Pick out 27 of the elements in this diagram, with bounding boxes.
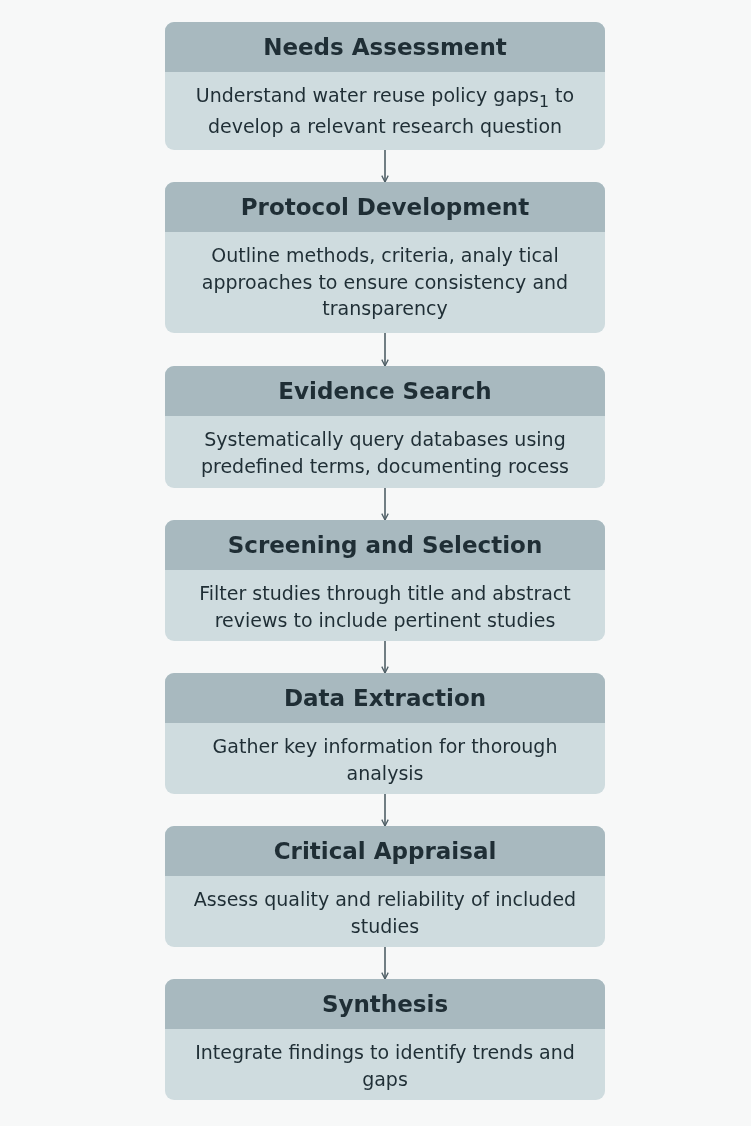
step-description: Filter studies through title and abstract reviews to include pertinent studies [198,581,572,633]
step-box [165,182,605,333]
step-box [165,366,605,488]
arrow [381,946,389,980]
step-title: Evidence Search [165,366,605,416]
step-title: Screening and Selection [165,520,605,570]
step-box [165,826,605,947]
step-description: Understand water reuse policy gaps$_{1}$ to develop a relevant research question [194,83,576,139]
step-box [165,673,605,794]
step-box [165,520,605,641]
step-description: Assess quality and reliability of included studies [192,887,578,939]
step-description: Integrate findings to identify trends and gaps [194,1040,576,1092]
step-box [165,22,605,150]
arrow [381,640,389,674]
step-title: Protocol Development [165,182,605,232]
arrow [381,487,389,521]
step-title: Data Extraction [165,673,605,723]
step-box [165,979,605,1100]
step-title: Synthesis [165,979,605,1029]
step-title: Needs Assessment [165,22,605,72]
step-description: Systematically query databases using predefined terms, documenting rocess [199,427,570,479]
arrow [381,332,389,367]
step-description: Outline methods, criteria, analy tical approaches to ensure consistency and transparency [200,243,570,322]
arrow [381,793,389,827]
step-description: Gather key information for thorough analysis [211,734,559,786]
step-title: Critical Appraisal [165,826,605,876]
arrow [381,149,389,183]
